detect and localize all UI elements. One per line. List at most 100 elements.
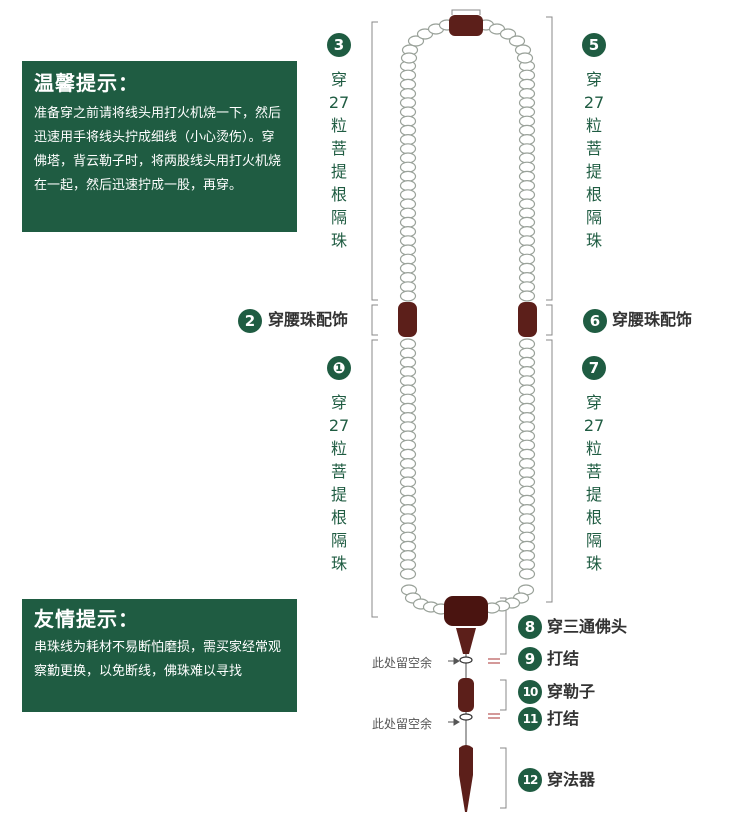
bodhi-bead xyxy=(399,124,417,136)
bodhi-bead xyxy=(518,152,536,164)
bodhi-bead xyxy=(399,87,417,100)
bodhi-bead xyxy=(399,467,417,479)
bodhi-bead xyxy=(399,559,417,571)
bodhi-bead xyxy=(518,97,536,109)
bodhi-bead xyxy=(518,189,536,201)
bodhi-bead xyxy=(518,87,536,100)
guru-bead xyxy=(444,596,488,626)
bodhi-bead xyxy=(518,262,536,274)
bodhi-bead xyxy=(518,253,536,265)
bodhi-bead xyxy=(399,522,417,534)
bodhi-bead xyxy=(518,170,536,182)
bodhi-bead xyxy=(518,402,536,414)
bodhi-bead xyxy=(399,421,417,433)
bodhi-bead xyxy=(518,522,536,534)
step-10-number: 10 xyxy=(518,680,542,704)
bodhi-bead xyxy=(508,35,526,47)
bodhi-bead xyxy=(518,198,536,210)
bodhi-bead xyxy=(399,226,417,238)
bodhi-bead xyxy=(518,115,536,127)
bodhi-bead xyxy=(518,226,536,238)
friendly-tip-body: 串珠线为耗材不易断怕磨损，需买家经常观察勤更换，以免断线，佛珠难以寻找 xyxy=(34,640,282,679)
bodhi-bead xyxy=(518,124,536,136)
bracket-8 xyxy=(500,597,507,655)
bracket-left-top xyxy=(371,21,378,301)
bodhi-bead xyxy=(399,448,417,460)
bodhi-bead xyxy=(518,504,536,516)
bracket-right-mid xyxy=(546,304,553,336)
knot-9 xyxy=(459,656,473,664)
step-12-label: 穿法器 xyxy=(547,770,596,789)
bodhi-bead xyxy=(399,430,417,442)
bodhi-bead xyxy=(399,272,417,284)
bodhi-bead xyxy=(399,152,417,164)
step-9-label: 打结 xyxy=(547,649,580,668)
bodhi-bead xyxy=(399,78,417,91)
bodhi-bead xyxy=(407,35,425,47)
bodhi-bead xyxy=(518,161,536,173)
counterweight-bead xyxy=(458,678,474,712)
bodhi-bead xyxy=(518,356,536,368)
bodhi-bead xyxy=(399,290,417,302)
step-7-number: 7 xyxy=(582,356,606,380)
bodhi-bead xyxy=(399,347,417,359)
bodhi-bead xyxy=(518,559,536,571)
step-6-number: 6 xyxy=(583,309,607,333)
warm-tip-box: 温馨提示： 准备穿之前请将线头用打火机烧一下，然后迅速用手将线头拧成细线（小心烫… xyxy=(22,61,297,232)
bodhi-bead xyxy=(518,244,536,256)
bodhi-bead xyxy=(518,384,536,396)
bracket-right-bottom xyxy=(546,339,553,603)
bracket-right-top xyxy=(546,16,553,301)
bodhi-bead xyxy=(399,180,417,192)
bodhi-bead xyxy=(399,161,417,173)
top-counter-bead xyxy=(449,15,483,36)
ritual-implement xyxy=(459,745,473,812)
step-10-label: 穿勒子 xyxy=(547,682,596,701)
bodhi-bead xyxy=(518,439,536,451)
bodhi-bead xyxy=(399,235,417,247)
bodhi-bead xyxy=(399,97,417,109)
leave-space-note-1: 此处留空余 xyxy=(372,656,433,670)
bodhi-bead xyxy=(518,272,536,284)
bodhi-bead xyxy=(518,568,536,580)
bodhi-bead xyxy=(518,216,536,228)
bodhi-bead xyxy=(399,262,417,274)
bodhi-bead xyxy=(399,143,417,155)
spacer-bead-right xyxy=(518,302,537,337)
warm-tip-title: 温馨提示： xyxy=(34,71,139,95)
bodhi-bead xyxy=(400,52,418,64)
bodhi-bead xyxy=(518,366,536,378)
bodhi-bead xyxy=(399,393,417,405)
bodhi-bead xyxy=(399,504,417,516)
bodhi-bead xyxy=(518,430,536,442)
bodhi-bead xyxy=(518,513,536,525)
bodhi-bead xyxy=(518,393,536,405)
bodhi-bead xyxy=(518,347,536,359)
bracket-10 xyxy=(500,679,507,711)
bodhi-bead xyxy=(399,207,417,219)
bodhi-bead xyxy=(399,402,417,414)
step-12-number: 12 xyxy=(518,768,542,792)
bodhi-bead xyxy=(518,476,536,488)
bodhi-bead xyxy=(399,281,417,293)
bodhi-bead xyxy=(399,494,417,506)
bodhi-bead xyxy=(399,106,417,118)
friendly-tip-box: 友情提示： 串珠线为耗材不易断怕磨损，需买家经常观察勤更换，以免断线，佛珠难以寻… xyxy=(22,599,297,712)
bodhi-bead xyxy=(518,485,536,497)
bodhi-bead xyxy=(518,412,536,424)
bodhi-bead xyxy=(518,549,536,562)
bodhi-bead xyxy=(399,69,417,81)
warm-tip-body: 准备穿之前请将线头用打火机烧一下，然后迅速用手将线头拧成细线（小心烫伤）。穿佛塔… xyxy=(34,106,282,193)
bodhi-bead xyxy=(399,485,417,497)
bodhi-bead xyxy=(399,375,417,387)
bodhi-bead xyxy=(518,78,536,91)
bodhi-bead xyxy=(518,375,536,387)
step-8-label: 穿三通佛头 xyxy=(547,617,628,636)
step-11-number: 11 xyxy=(518,707,542,731)
step-2-number: 2 xyxy=(238,309,262,333)
bodhi-bead xyxy=(399,540,417,553)
